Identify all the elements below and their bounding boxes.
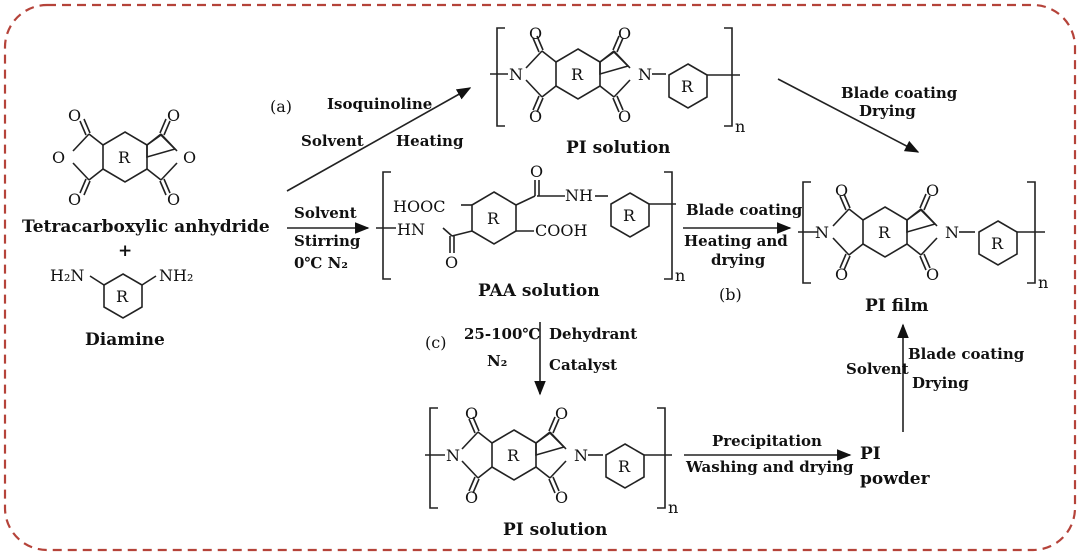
diamine-structure (89, 273, 157, 319)
paa-r1: R (487, 209, 500, 228)
paa-hooc: HOOC (393, 197, 445, 216)
anhydride-o-ring-left: O (52, 148, 65, 167)
paa-n-subscript: n (675, 266, 685, 285)
cond-n2-c: N₂ (487, 352, 507, 370)
cond-dehydrant: Dehydrant (549, 325, 637, 343)
anhydride-r-label: R (118, 148, 131, 167)
paa-o-top: O (530, 162, 543, 181)
bottom-pi-n-right: N (574, 446, 588, 465)
anhydride-o-bottom-left: O (68, 190, 81, 209)
pi-solution-bottom-structure (425, 407, 672, 509)
cond-isoquinoline: Isoquinoline (327, 95, 432, 113)
top-pi-n-left: N (509, 65, 523, 84)
label-c: (c) (425, 333, 446, 352)
bottom-pi-o2: O (555, 404, 568, 423)
paa-solution-label: PAA solution (478, 281, 600, 301)
film-n-right: N (945, 223, 959, 242)
bottom-pi-o1: O (465, 404, 478, 423)
top-pi-solution-label: PI solution (566, 138, 670, 158)
pi-film-structure (798, 181, 1045, 284)
paa-o-bottom: O (445, 253, 458, 272)
top-pi-o3: O (529, 107, 542, 126)
label-a: (a) (270, 97, 292, 116)
dashed-frame (3, 3, 1077, 552)
cond-heating-a: Heating (396, 132, 464, 150)
cond-temp-c: 25-100℃ (464, 325, 540, 343)
top-pi-r2: R (681, 77, 694, 96)
cond-drying-top: Drying (859, 102, 916, 120)
bottom-pi-o4: O (555, 488, 568, 507)
top-pi-o2: O (618, 24, 631, 43)
top-pi-o1: O (529, 24, 542, 43)
film-n-subscript: n (1038, 273, 1048, 292)
film-o3: O (835, 265, 848, 284)
bottom-pi-n-subscript: n (668, 498, 678, 517)
label-b: (b) (719, 285, 742, 304)
pi-powder-label-2: powder (860, 469, 931, 489)
cond-drying-right: Drying (912, 374, 969, 392)
cond-solvent-main: Solvent (294, 204, 357, 222)
film-o1: O (835, 181, 848, 200)
paa-r2: R (623, 206, 636, 225)
paa-nh: NH (565, 186, 593, 205)
cond-heating-b: Heating and (684, 232, 788, 250)
cond-catalyst: Catalyst (549, 356, 617, 374)
cond-drying-b: drying (711, 251, 766, 269)
anhydride-o-bottom-right: O (167, 190, 180, 209)
bottom-pi-r1: R (507, 446, 520, 465)
diamine-r-label: R (116, 287, 129, 306)
cond-temp-n2: 0℃ N₂ (294, 254, 348, 272)
arrow-top-to-film (777, 78, 920, 153)
top-pi-r1: R (571, 65, 584, 84)
cond-washing: Washing and drying (685, 458, 854, 476)
diamine-nh2-right: NH₂ (159, 266, 193, 285)
pi-film-label: PI film (865, 296, 928, 316)
anhydride-o-ring-right: O (183, 148, 196, 167)
diamine-nh2-left: H₂N (50, 266, 84, 285)
diamine-label: Diamine (85, 330, 165, 350)
film-o2: O (926, 181, 939, 200)
pi-powder-label-1: PI (860, 444, 881, 464)
bottom-pi-n-left: N (446, 446, 460, 465)
paa-cooh: COOH (535, 221, 587, 240)
film-r2: R (991, 234, 1004, 253)
anhydride-label: Tetracarboxylic anhydride (22, 217, 270, 237)
film-r1: R (878, 223, 891, 242)
bottom-pi-r2: R (618, 457, 631, 476)
paa-structure (376, 171, 676, 280)
pi-solution-top-structure (490, 27, 740, 127)
paa-hn: HN (397, 220, 425, 239)
anhydride-o-top-right: O (167, 106, 180, 125)
cond-blade-right: Blade coating (908, 345, 1025, 363)
top-pi-o4: O (618, 107, 631, 126)
cond-blade-top: Blade coating (841, 84, 958, 102)
cond-blade-b: Blade coating (686, 201, 803, 219)
top-pi-n-subscript: n (735, 117, 745, 136)
top-pi-n-right: N (638, 65, 652, 84)
film-n-left: N (815, 223, 829, 242)
bottom-pi-o3: O (465, 488, 478, 507)
film-o4: O (926, 265, 939, 284)
plus-sign: + (118, 241, 132, 261)
cond-stirring: Stirring (294, 232, 361, 250)
bottom-pi-solution-label: PI solution (503, 520, 607, 540)
cond-solvent-right: Solvent (846, 360, 909, 378)
arrow-a (286, 87, 472, 192)
anhydride-o-top-left: O (68, 106, 81, 125)
cond-solvent-a: Solvent (301, 132, 364, 150)
cond-precipitation: Precipitation (712, 432, 822, 450)
